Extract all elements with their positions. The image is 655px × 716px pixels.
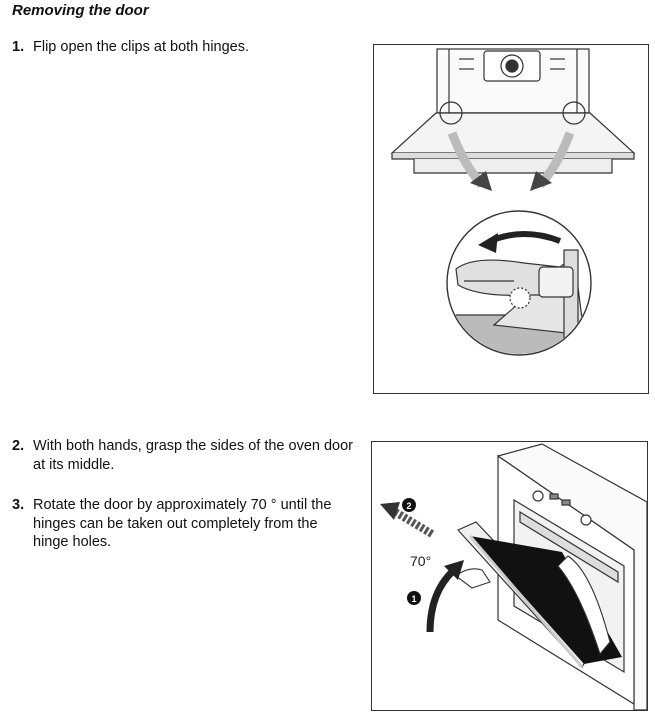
oven-hinge-illustration: [390, 48, 636, 356]
figure-rotate-door: 2 1 70°: [371, 441, 648, 711]
step-number: 3.: [12, 497, 25, 513]
step-text: Rotate the door by approximately 70 ° un…: [33, 497, 332, 550]
section-title: Removing the door: [12, 2, 149, 19]
step-3: 3. Rotate the door by approximately 70 °…: [12, 496, 353, 552]
step-2: 2. With both hands, grasp the sides of t…: [12, 437, 353, 474]
marker-1: 1: [411, 594, 416, 604]
figure-hinge-clips: [373, 44, 649, 394]
step-number: 1.: [12, 39, 25, 55]
step-number: 2.: [12, 438, 25, 454]
step-text: Flip open the clips at both hinges.: [33, 39, 250, 55]
step-text: With both hands, grasp the sides of the …: [33, 438, 354, 473]
step-1: 1. Flip open the clips at both hinges.: [12, 38, 353, 57]
angle-label: 70°: [410, 553, 431, 569]
door-rotation-illustration: 2 1 70°: [380, 443, 647, 710]
marker-2: 2: [406, 501, 411, 511]
